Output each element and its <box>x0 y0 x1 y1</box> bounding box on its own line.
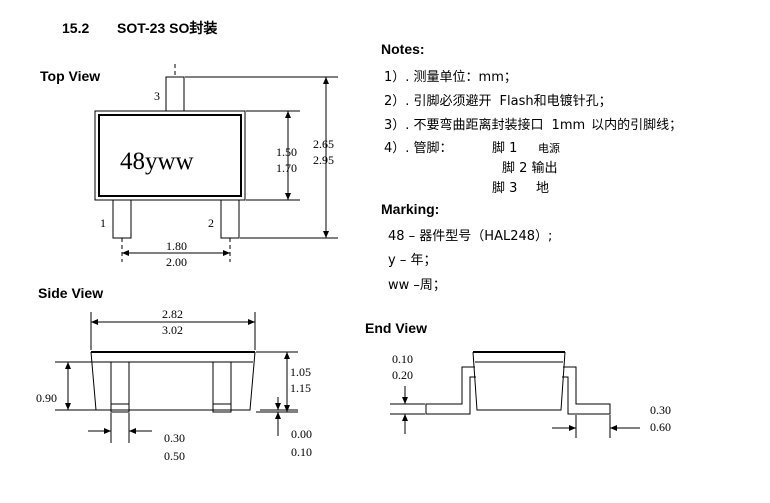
top-view-title: Top View <box>40 68 100 84</box>
foot-length-min: 0.30 <box>650 403 671 417</box>
marking-line-1: 48 – 器件型号（HAL248）; <box>388 229 552 244</box>
lead-width-min: 0.30 <box>164 431 185 445</box>
notes-title: Notes: <box>381 41 425 57</box>
total-height-max: 2.95 <box>313 153 334 167</box>
pitch-min: 1.80 <box>166 239 187 253</box>
note-1: 1）. 测量单位：mm； <box>384 70 517 85</box>
marking-line-2: y – 年； <box>388 253 436 268</box>
pin-2-label: 脚 2 输出 <box>502 160 558 176</box>
length-min: 2.82 <box>162 307 183 321</box>
total-height-min: 2.65 <box>313 137 334 151</box>
standoff-min: 0.00 <box>291 427 312 441</box>
marking-block: Marking: 48 – 器件型号（HAL248）; y – 年； ww –周… <box>381 201 552 293</box>
side-view-drawing: 2.82 3.02 0.90 1.05 1.15 0.30 0. <box>36 307 312 463</box>
pin-1-number: 1 <box>100 216 106 230</box>
pin-2-number: 2 <box>208 216 214 230</box>
top-view-drawing: 48yww 3 1 2 1.80 2.00 1.50 1.70 2.65 2.9… <box>94 64 338 269</box>
standoff-max: 0.10 <box>291 445 312 459</box>
end-lead-left <box>425 366 476 415</box>
length-max: 3.02 <box>162 323 183 337</box>
side-lead-left <box>110 361 130 405</box>
body-height-max: 1.70 <box>276 161 297 175</box>
top-body-outline <box>94 110 246 201</box>
end-view-drawing: 0.10 0.20 0.30 0.60 <box>390 351 671 438</box>
end-lead-right <box>562 366 611 415</box>
body-height-min: 1.50 <box>276 145 297 159</box>
overall-height-max: 1.15 <box>290 381 311 395</box>
pin-3-function: 地 <box>536 181 549 196</box>
pin-3-lead <box>165 76 185 112</box>
pin-1-label: 脚 1 <box>492 140 517 156</box>
lead-thickness-min: 0.10 <box>392 352 413 366</box>
pin-3-label: 脚 3 <box>492 180 517 196</box>
lead-width-max: 0.50 <box>164 449 185 463</box>
pin-3-number: 3 <box>154 89 160 103</box>
pitch-max: 2.00 <box>166 255 187 269</box>
side-height: 0.90 <box>36 391 57 405</box>
note-4: 4）. 管脚： <box>384 140 453 156</box>
pin-1-function: 电源 <box>538 141 560 155</box>
lead-thickness-max: 0.20 <box>392 368 413 382</box>
device-marking: 48yww <box>120 148 194 175</box>
overall-height-min: 1.05 <box>290 365 311 379</box>
pin-1-lead <box>112 199 132 239</box>
end-view-title: End View <box>365 320 427 336</box>
end-body-outline <box>472 351 566 411</box>
side-view-title: Side View <box>38 285 103 301</box>
section-title: SOT-23 SO封装 <box>117 20 218 36</box>
foot-length-max: 0.60 <box>650 420 671 434</box>
marking-title: Marking: <box>381 201 439 217</box>
top-body-inner <box>98 114 242 197</box>
section-number: 15.2 <box>62 20 89 36</box>
pin-2-lead <box>220 199 240 239</box>
side-lead-right <box>212 361 232 405</box>
marking-line-3: ww –周； <box>388 278 446 293</box>
side-body-outline <box>90 351 256 411</box>
